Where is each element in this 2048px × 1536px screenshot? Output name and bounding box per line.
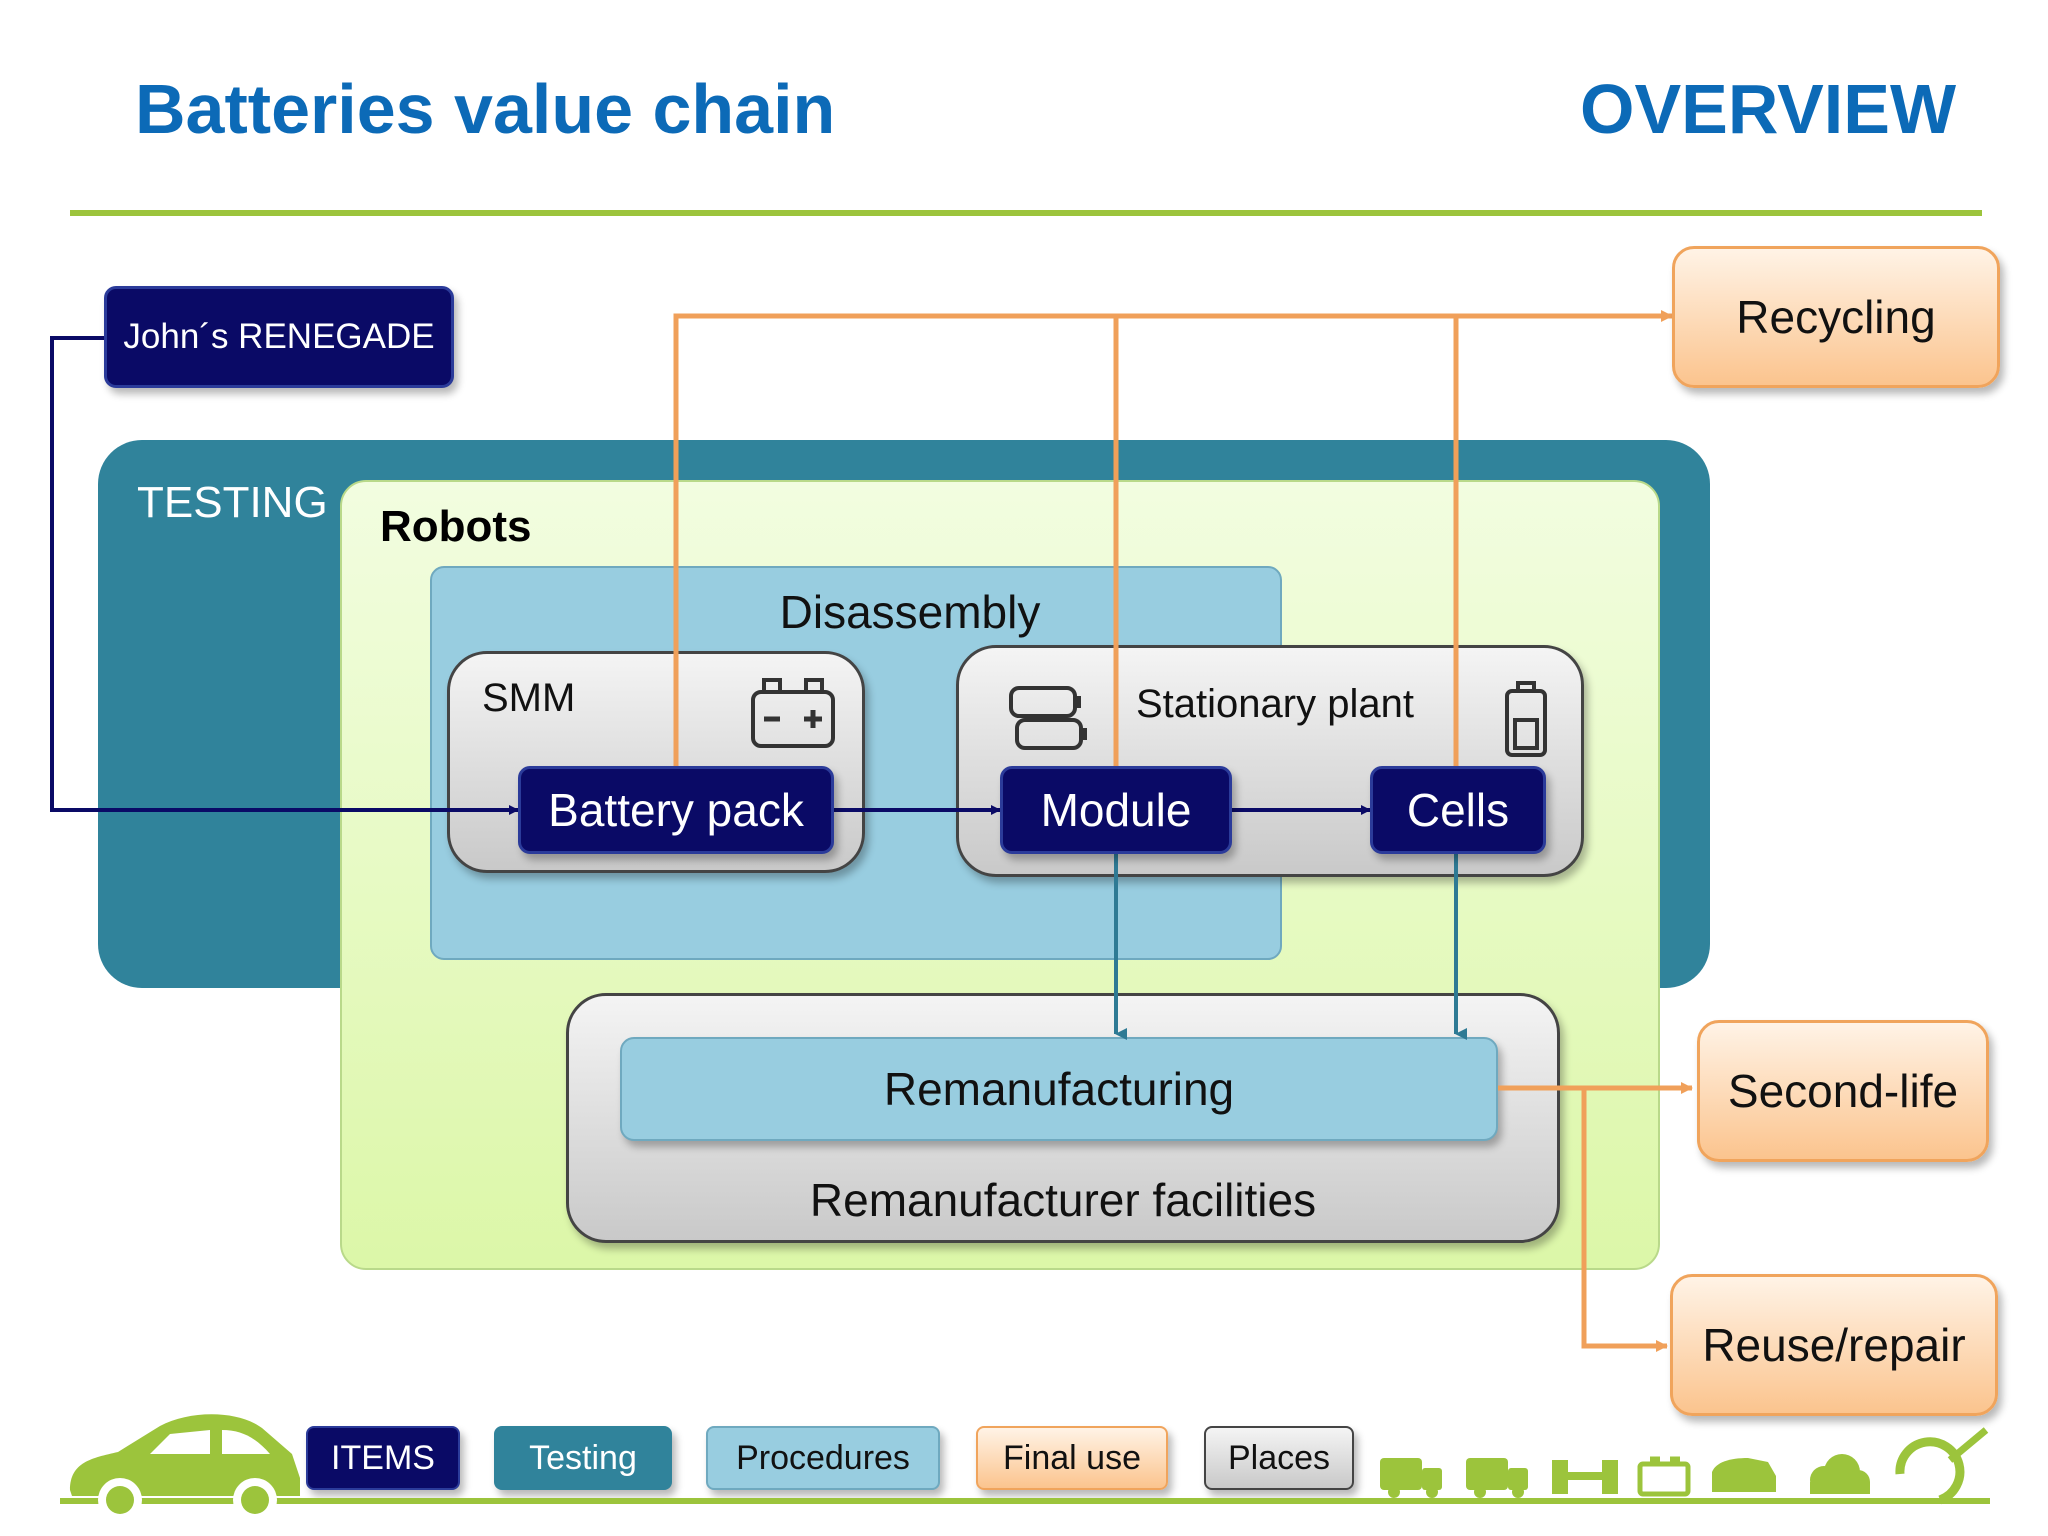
legend-procedures: Procedures <box>706 1426 940 1490</box>
robots-label: Robots <box>380 502 532 551</box>
car-icon <box>70 1414 300 1522</box>
module-item: Module <box>1000 766 1232 854</box>
reuse-repair-final-use: Reuse/repair <box>1670 1274 1998 1416</box>
section-title: OVERVIEW <box>1580 70 1957 148</box>
testing-label: TESTING <box>137 478 328 527</box>
renegade-item: John´s RENEGADE <box>104 286 454 388</box>
cells-item: Cells <box>1370 766 1546 854</box>
recycling-final-use: Recycling <box>1672 246 2000 388</box>
legend-final-use: Final use <box>976 1426 1168 1490</box>
battery-stack-icon <box>1009 686 1087 750</box>
battery-level-icon <box>1505 681 1547 757</box>
truck-check-icon <box>1380 1458 1442 1498</box>
cloud-icon <box>1810 1454 1870 1494</box>
legend-places: Places <box>1204 1426 1354 1490</box>
legend-testing: Testing <box>494 1426 672 1490</box>
battery-pack-item: Battery pack <box>518 766 834 854</box>
smm-label: SMM <box>482 676 576 720</box>
battery-icon <box>1637 1456 1691 1497</box>
car-side-icon <box>1712 1458 1776 1492</box>
renegade-to-battery-pack-arrow <box>50 336 519 815</box>
second-life-final-use: Second-life <box>1697 1020 1989 1162</box>
battery-pack-to-recycling-line <box>673 310 1673 766</box>
recycle-plug-icon <box>1895 1427 1989 1505</box>
header-divider <box>70 210 1982 216</box>
network-icon <box>1552 1460 1618 1494</box>
remanufacturing-procedure: Remanufacturing <box>620 1037 1498 1141</box>
car-battery-icon <box>751 678 835 748</box>
remanufacturer-facilities-label: Remanufacturer facilities <box>809 1174 1317 1226</box>
disassembly-label: Disassembly <box>779 586 1041 638</box>
legend-items: ITEMS <box>306 1426 460 1490</box>
truck-battery-icon <box>1466 1458 1528 1498</box>
remanufacturing-to-reuse-arrow <box>1581 1088 1668 1352</box>
stationary-plant-label: Stationary plant <box>1136 682 1414 726</box>
page-title: Batteries value chain <box>135 70 836 148</box>
footer-decoration <box>60 1414 1990 1522</box>
